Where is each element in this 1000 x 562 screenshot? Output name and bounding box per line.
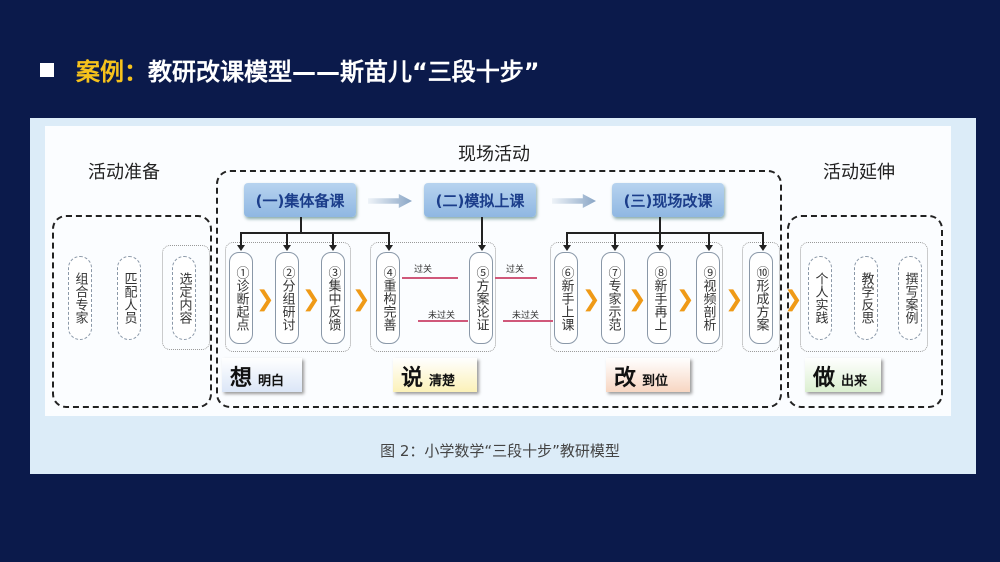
label-think: 想明白 bbox=[222, 358, 302, 392]
step-10: ⑩形成方案 bbox=[749, 252, 773, 344]
step-8: ⑧新手再上 bbox=[647, 252, 671, 344]
figure-caption: 图 2：小学数学“三段十步”教研模型 bbox=[380, 442, 620, 460]
group-box bbox=[550, 242, 723, 352]
title-main: 教研改课模型——斯苗儿“三段十步” bbox=[148, 58, 540, 86]
step-3: ③集中反馈 bbox=[321, 252, 345, 344]
title-prefix: 案例： bbox=[76, 58, 148, 86]
pass-label: 过关 bbox=[414, 265, 433, 275]
onsite-box bbox=[216, 170, 782, 408]
connector bbox=[566, 232, 764, 234]
extend-box bbox=[787, 215, 943, 408]
group-box bbox=[742, 242, 780, 352]
bullet-square-icon bbox=[40, 62, 54, 77]
section-onsite-title: 现场活动 bbox=[458, 144, 530, 165]
header-collective-prep: (一)集体备课 bbox=[244, 183, 356, 217]
fail-label: 未过关 bbox=[428, 311, 456, 321]
pass-arrow bbox=[495, 277, 537, 279]
fail-label: 未过关 bbox=[512, 311, 540, 321]
step-5: ⑤方案论证 bbox=[469, 252, 493, 344]
chevron-right-icon: ❯ bbox=[582, 287, 601, 312]
extend-item: 个人实践 bbox=[808, 256, 832, 340]
prep-item: 组合专家 bbox=[68, 256, 92, 340]
chevron-right-icon: ❯ bbox=[784, 287, 803, 312]
section-extend-title: 活动延伸 bbox=[823, 162, 895, 183]
step-2: ②分组研讨 bbox=[275, 252, 299, 344]
extend-item: 撰写案例 bbox=[898, 256, 922, 340]
pass-label: 过关 bbox=[506, 265, 525, 275]
step-7: ⑦专家示范 bbox=[601, 252, 625, 344]
group-box bbox=[162, 245, 210, 350]
slide-title: 案例： 教研改课模型——斯苗儿“三段十步” bbox=[40, 52, 540, 87]
chevron-right-icon: ❯ bbox=[256, 287, 275, 312]
step-6: ⑥新手上课 bbox=[554, 252, 578, 344]
fail-arrow bbox=[503, 320, 553, 322]
prep-item: 匹配人员 bbox=[117, 256, 141, 340]
section-prep-title: 活动准备 bbox=[88, 162, 160, 183]
prep-item: 选定内容 bbox=[172, 256, 196, 340]
chevron-right-icon: ❯ bbox=[628, 287, 647, 312]
step-1: ①诊断起点 bbox=[229, 252, 253, 344]
step-4: ④重构完善 bbox=[376, 252, 400, 344]
group-box bbox=[800, 242, 928, 352]
label-speak: 说清楚 bbox=[393, 358, 477, 392]
header-onsite-revision: (三)现场改课 bbox=[612, 183, 724, 217]
group-box bbox=[225, 242, 351, 352]
extend-item: 教学反思 bbox=[854, 256, 878, 340]
step-9: ⑨视频剖析 bbox=[696, 252, 720, 344]
chevron-right-icon: ❯ bbox=[725, 287, 744, 312]
group-box bbox=[370, 242, 496, 352]
fail-arrow bbox=[418, 320, 468, 322]
connector bbox=[240, 232, 390, 234]
chevron-right-icon: ❯ bbox=[302, 287, 321, 312]
label-revise: 改到位 bbox=[606, 358, 690, 392]
prep-box bbox=[52, 215, 212, 408]
chevron-right-icon: ❯ bbox=[352, 287, 371, 312]
pass-arrow bbox=[402, 277, 458, 279]
chevron-right-icon: ❯ bbox=[676, 287, 695, 312]
label-do: 做出来 bbox=[805, 358, 881, 392]
header-mock-lesson: (二)模拟上课 bbox=[424, 183, 536, 217]
